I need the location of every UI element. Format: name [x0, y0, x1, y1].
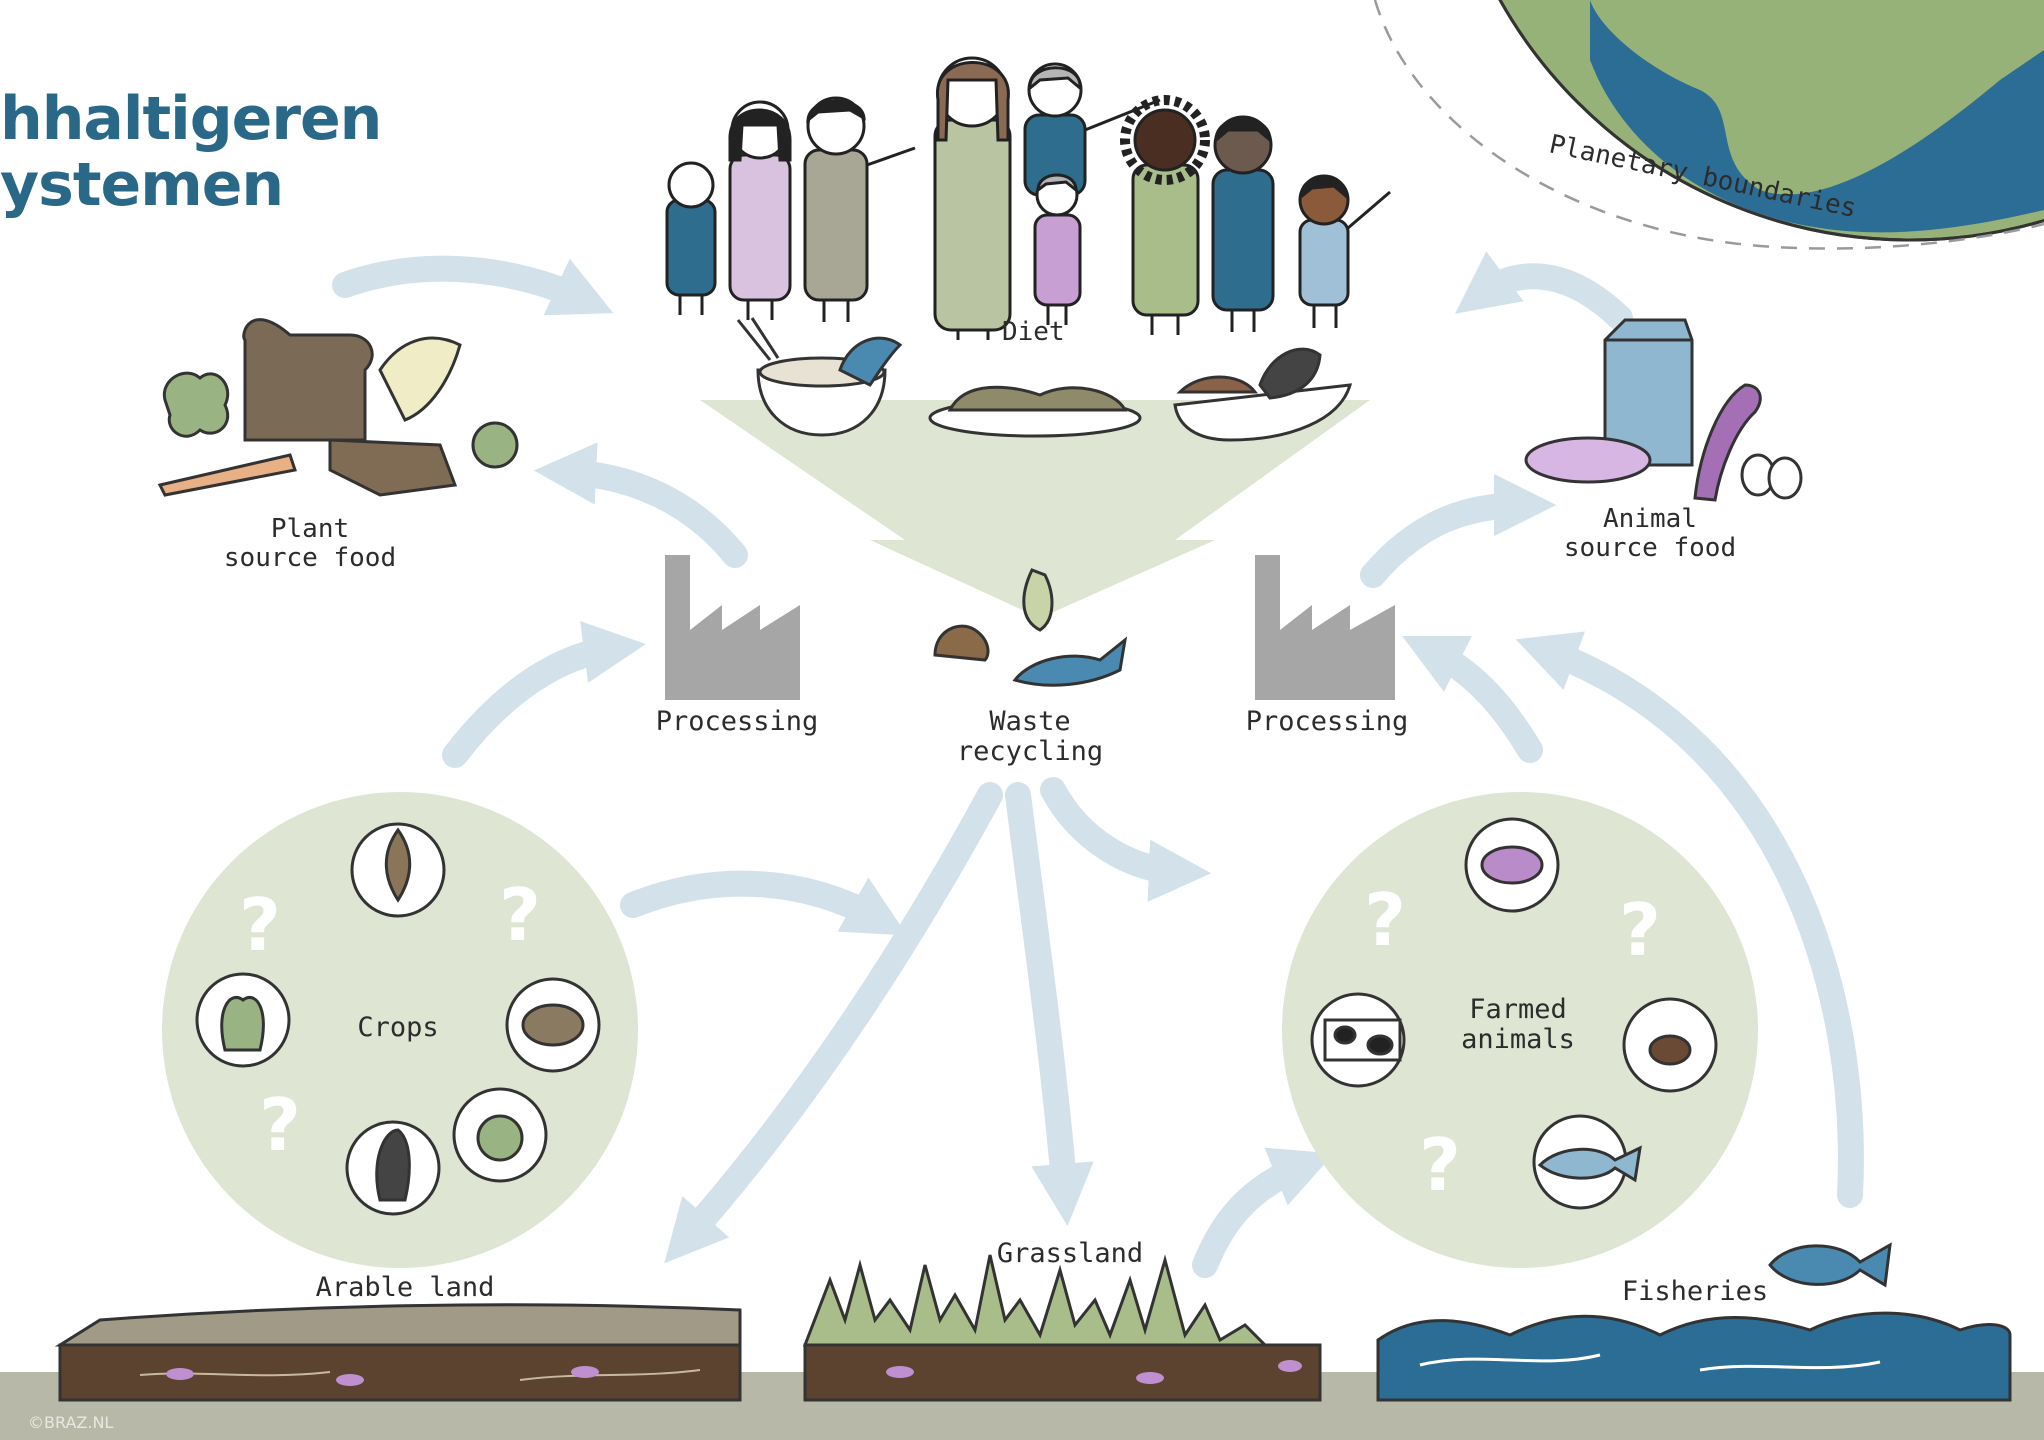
person: [1300, 176, 1390, 328]
plant-label-line-2: source food: [224, 543, 396, 573]
question-mark: ?: [499, 873, 541, 957]
animal-source-food-illustration: [1526, 320, 1801, 500]
fisheries: [1378, 1245, 2010, 1400]
arrow-crops-to-processing: [455, 648, 615, 755]
factory-left-icon: [665, 555, 800, 700]
arrow-crops-to-grassland: [633, 884, 880, 920]
arable-land: [60, 1305, 740, 1400]
person: [805, 98, 915, 322]
question-mark: ?: [259, 1083, 301, 1167]
grassland: [805, 1255, 1320, 1400]
plant-source-food-illustration: [160, 320, 517, 495]
arrow-grassland-to-animals: [1205, 1165, 1305, 1265]
farmed-label-line-2: animals: [1461, 1024, 1575, 1055]
lettuce-icon: [222, 997, 264, 1050]
arrow-waste-to-grassland: [1018, 795, 1065, 1195]
animal-label-line-2: source food: [1564, 533, 1736, 563]
pig-icon: [1482, 847, 1542, 883]
chicken-icon: [1650, 1036, 1690, 1064]
person: [935, 58, 1010, 340]
person: [1125, 100, 1205, 335]
credit-label: ©BRAZ.NL: [28, 1413, 113, 1432]
potato-icon: [523, 1005, 583, 1045]
arrow-plant-to-diet: [345, 269, 585, 300]
person: [1213, 117, 1273, 332]
animal-label-line-1: Animal: [1603, 504, 1697, 534]
waste-label-line-2: recycling: [957, 736, 1103, 767]
person: [667, 163, 715, 315]
fisheries-label: Fisheries: [1622, 1276, 1768, 1307]
diet-label: Diet: [1002, 317, 1065, 347]
waste-label-line-1: Waste: [989, 706, 1070, 737]
processing-left-label: Processing: [656, 706, 819, 737]
people-group: [667, 58, 1390, 340]
question-mark: ?: [239, 883, 281, 967]
arrow-waste-to-arable: [685, 795, 990, 1240]
fish-icon: [1770, 1245, 1890, 1285]
arrow-processing-to-plant: [565, 472, 735, 555]
planet-earth: [1375, 0, 2044, 249]
processing-right-label: Processing: [1246, 706, 1409, 737]
person: [730, 102, 790, 320]
question-mark: ?: [1419, 1123, 1461, 1207]
arrow-milk-to-diet: [1480, 276, 1620, 318]
grassland-label: Grassland: [997, 1238, 1143, 1269]
arable-land-label: Arable land: [316, 1272, 495, 1303]
apple-icon: [478, 1116, 522, 1160]
farmed-label-line-1: Farmed: [1469, 994, 1567, 1025]
arrow-processing-to-animal: [1373, 505, 1525, 575]
plant-label-line-1: Plant: [271, 514, 349, 544]
question-mark: ?: [1364, 878, 1406, 962]
person: [1035, 175, 1080, 325]
arrow-animals-to-processing: [1430, 650, 1530, 750]
question-mark: ?: [1619, 888, 1661, 972]
arrow-waste-to-animals: [1053, 790, 1180, 872]
crops-label: Crops: [357, 1012, 438, 1043]
